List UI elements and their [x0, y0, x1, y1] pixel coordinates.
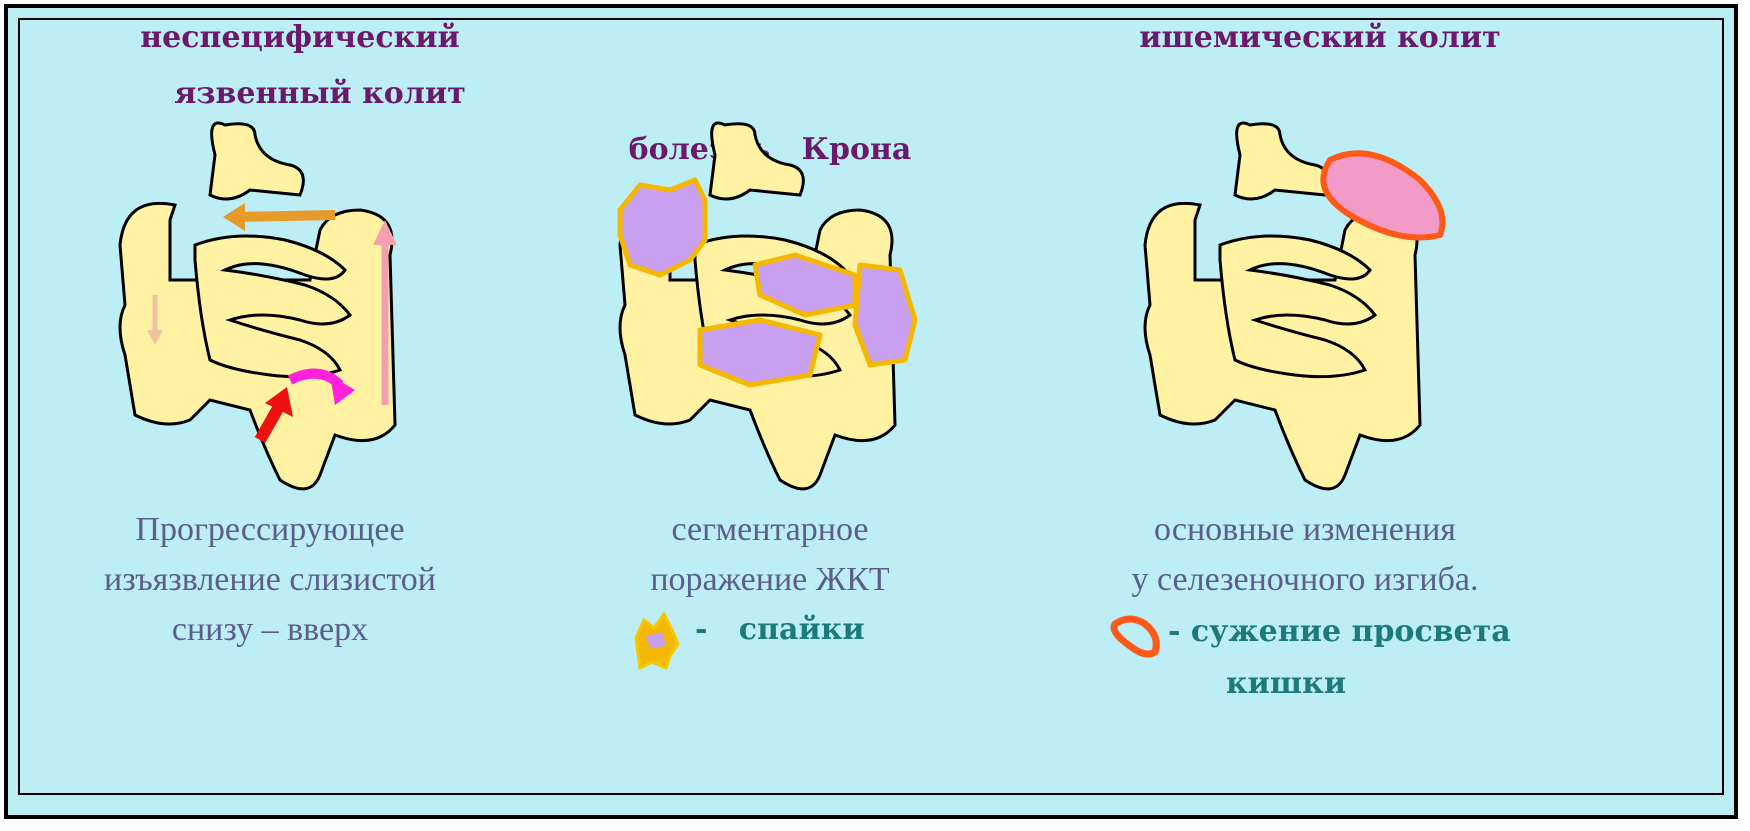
panel-1-caption: Прогрессирующее изъязвление слизистой сн… — [60, 505, 480, 655]
panel-2-caption-line-1: сегментарное — [570, 505, 970, 555]
panel-1-caption-line-3: снизу – вверх — [60, 605, 480, 655]
arrow-orange — [223, 203, 335, 231]
adhesion-legend: - спайки — [695, 604, 865, 656]
panel-3-title-line-1: ишемический колит — [1110, 10, 1530, 66]
panel-3-caption-line-2: у селезеночного изгиба. — [1070, 555, 1540, 605]
splenic-flexure-narrowing — [1323, 153, 1442, 237]
intestine-diagram-crohn — [605, 105, 935, 505]
intestine-diagram-ischemic — [1130, 105, 1470, 505]
narrowing-legend: - сужение просвета кишки — [1168, 606, 1511, 710]
narrowing-icon — [1105, 610, 1163, 660]
adhesion-legend-dash: - — [695, 612, 707, 647]
adhesion-legend-text: спайки — [739, 612, 865, 647]
panel-3-caption: основные изменения у селезеночного изгиб… — [1070, 505, 1540, 605]
narrowing-legend-dash: - — [1168, 614, 1180, 649]
narrowing-legend-text-2: кишки — [1168, 658, 1511, 710]
panel-2-caption-line-2: поражение ЖКТ — [570, 555, 970, 605]
intestine-diagram-ulcerative-colitis — [105, 105, 435, 505]
panel-1-title-line-1: неспецифический — [100, 10, 500, 66]
panel-3-caption-line-1: основные изменения — [1070, 505, 1540, 555]
narrowing-legend-text: сужение просвета — [1191, 614, 1511, 649]
panel-2-caption: сегментарное поражение ЖКТ — [570, 505, 970, 605]
panel-1-caption-line-1: Прогрессирующее — [60, 505, 480, 555]
panel-3-title: ишемический колит — [1110, 10, 1530, 66]
panel-1-caption-line-2: изъязвление слизистой — [60, 555, 480, 605]
adhesion-icon — [628, 608, 684, 670]
